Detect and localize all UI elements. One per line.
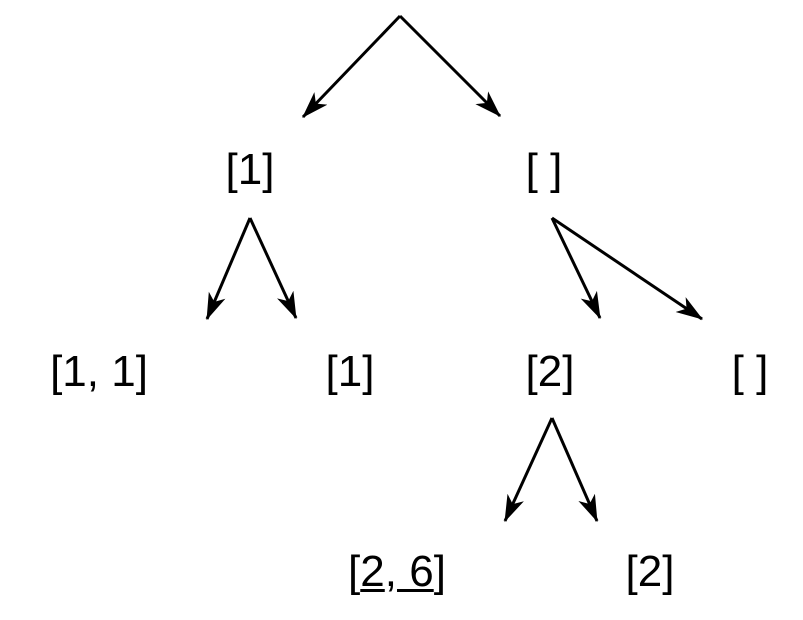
tree-edge-n1-to-n12 — [248, 217, 298, 320]
tree-node-n212: [2] — [625, 547, 675, 596]
tree-edge-n2-to-n21 — [550, 217, 602, 320]
tree-node-n21: [2] — [525, 347, 575, 396]
tree-edge-n1-to-n11 — [205, 217, 252, 321]
tree-edge-root-to-n2 — [398, 14, 502, 118]
tree-edge-n21-to-n211 — [503, 417, 554, 523]
tree-edge-root-to-n1 — [301, 14, 402, 119]
tree-node-n2: [ ] — [525, 145, 563, 194]
tree-node-n22: [ ] — [731, 347, 769, 396]
edges-group — [205, 14, 703, 523]
tree-edge-n2-to-n22 — [551, 216, 703, 321]
tree-node-n12: [1] — [325, 347, 375, 396]
tree-node-n1: [1] — [225, 145, 275, 194]
tree-node-n11: [1, 1] — [50, 347, 148, 396]
underlined-token: 6 — [397, 547, 434, 596]
underlined-token: 2 — [360, 547, 385, 596]
tree-edge-n21-to-n212 — [550, 417, 599, 523]
tree-node-n211: [2, 6] — [348, 547, 446, 596]
